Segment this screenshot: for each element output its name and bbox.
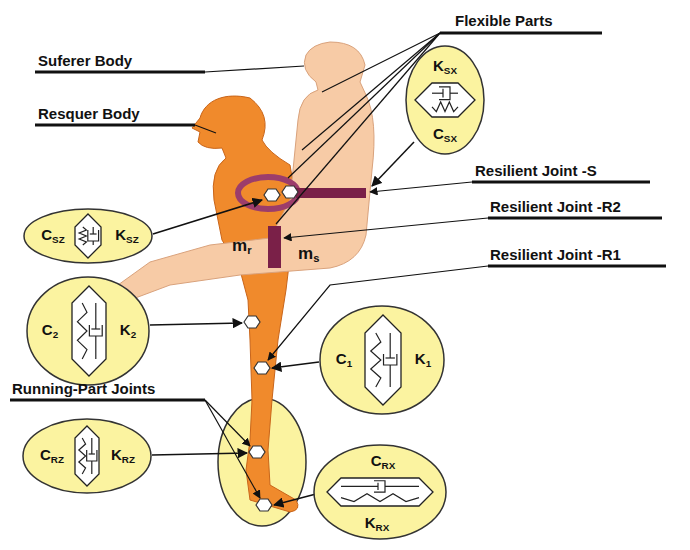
subscript: RZ bbox=[122, 454, 135, 465]
ellipse-shape bbox=[23, 419, 151, 493]
damper-symbol bbox=[90, 233, 97, 234]
rescuer-body bbox=[192, 96, 298, 512]
joint-hexagon bbox=[327, 478, 433, 506]
coefficient-label: C1 bbox=[336, 351, 352, 369]
mass-symbol: ms bbox=[298, 244, 319, 266]
damper-symbol bbox=[390, 333, 391, 358]
damper-symbol bbox=[87, 450, 97, 461]
subscript: SX bbox=[444, 65, 457, 76]
damper-symbol bbox=[89, 325, 102, 336]
joint bbox=[282, 186, 298, 198]
joint bbox=[264, 189, 280, 201]
joint-hexagon bbox=[415, 83, 475, 117]
joint-hexagon bbox=[75, 426, 99, 486]
coefficient-label: K1 bbox=[415, 351, 431, 369]
damper-symbol bbox=[93, 241, 94, 245]
damper-symbol bbox=[384, 354, 397, 365]
spring-symbol bbox=[341, 494, 419, 502]
damper-symbol bbox=[341, 486, 378, 487]
subscript: 1 bbox=[347, 358, 353, 369]
damper-symbol bbox=[91, 328, 100, 329]
subscript: 2 bbox=[131, 329, 137, 340]
damper-symbol bbox=[89, 453, 95, 454]
spring-damper-ellipse: C1 K1 bbox=[319, 305, 445, 415]
part-label: Resilient Joint -R2 bbox=[490, 198, 621, 216]
coefficient-label: KRX bbox=[365, 515, 390, 533]
part-label: Running-Part Joints bbox=[12, 380, 155, 398]
spring-damper-ellipse: CRX KRX bbox=[313, 444, 447, 540]
subscript: SZ bbox=[126, 234, 139, 245]
damper-symbol bbox=[91, 438, 92, 454]
ellipse-shape bbox=[24, 209, 152, 263]
coefficient-label: KSZ bbox=[115, 227, 138, 245]
spring-damper-ellipse: CSZ KSZ bbox=[23, 208, 153, 264]
spring-symbol bbox=[371, 333, 381, 387]
damper-symbol bbox=[439, 87, 450, 100]
joint-hexagon bbox=[365, 315, 401, 405]
part-label: Flexible Parts bbox=[455, 12, 553, 30]
resilient-joint-s-bar bbox=[296, 188, 366, 198]
resilient-joint-r2-bar bbox=[268, 226, 281, 268]
damper-symbol bbox=[93, 227, 94, 234]
damper-symbol bbox=[88, 230, 99, 241]
coefficient-label: CSZ bbox=[41, 227, 64, 245]
ellipse-shape bbox=[314, 445, 446, 539]
mass-symbol: mr bbox=[232, 236, 252, 258]
ellipse-shape bbox=[27, 277, 149, 385]
spring-symbol bbox=[77, 303, 87, 359]
damper-symbol bbox=[95, 303, 96, 329]
spring-damper-ellipse: KSX CSX bbox=[405, 45, 485, 155]
part-label: Suferer Body bbox=[38, 52, 132, 70]
damper-symbol bbox=[95, 336, 96, 359]
damper-symbol bbox=[385, 486, 419, 487]
damper-symbol bbox=[442, 89, 443, 98]
joint-hexagon bbox=[75, 214, 101, 258]
coefficient-label: C2 bbox=[42, 322, 58, 340]
subscript: 1 bbox=[426, 358, 432, 369]
damper-symbol bbox=[374, 481, 385, 492]
joint bbox=[254, 362, 270, 374]
subscript: RX bbox=[382, 460, 396, 471]
joint-hexagon bbox=[72, 286, 106, 376]
spring-symbol bbox=[79, 227, 86, 245]
part-label: Resquer Body bbox=[38, 105, 140, 123]
part-label: Resilient Joint -R1 bbox=[490, 246, 621, 264]
coefficient-label: KRZ bbox=[111, 447, 135, 465]
subscript: RX bbox=[376, 522, 390, 533]
spring-damper-ellipse: C2 K2 bbox=[26, 276, 150, 386]
subscript: s bbox=[313, 252, 319, 264]
subscript: SX bbox=[444, 133, 457, 144]
joint bbox=[244, 316, 260, 328]
spring-damper-ellipse: CRZ KRZ bbox=[22, 418, 152, 494]
subscript: 2 bbox=[53, 329, 59, 340]
coefficient-label: K2 bbox=[120, 322, 136, 340]
coefficient-label: CRX bbox=[371, 453, 396, 471]
damper-symbol bbox=[432, 93, 443, 94]
coefficient-label: CSX bbox=[433, 126, 457, 144]
subscript: r bbox=[247, 244, 251, 256]
ellipse-shape bbox=[320, 306, 444, 414]
damper-symbol bbox=[390, 365, 391, 387]
spring-symbol bbox=[79, 438, 86, 474]
subscript: SZ bbox=[52, 234, 65, 245]
joint bbox=[249, 446, 265, 458]
damper-symbol bbox=[450, 93, 458, 94]
ellipse-shape bbox=[406, 46, 484, 154]
joint bbox=[256, 499, 272, 511]
damper-symbol bbox=[386, 357, 395, 358]
damper-symbol bbox=[91, 461, 92, 474]
coefficient-label: KSX bbox=[433, 58, 457, 76]
coefficient-label: CRZ bbox=[40, 447, 64, 465]
part-label: Resilient Joint -S bbox=[475, 162, 597, 180]
subscript: RZ bbox=[51, 454, 64, 465]
damper-symbol bbox=[377, 483, 378, 490]
spring-symbol bbox=[432, 102, 458, 112]
leader-lines bbox=[195, 33, 488, 498]
